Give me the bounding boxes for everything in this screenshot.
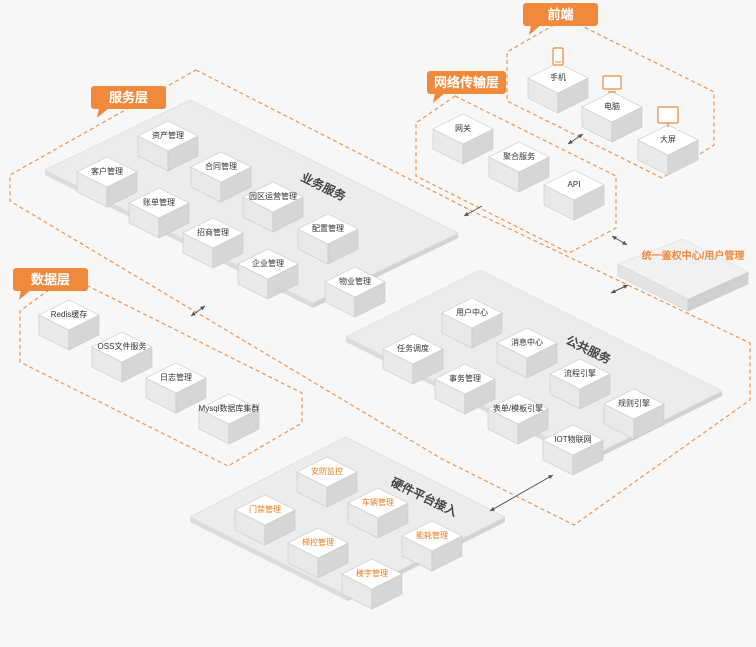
network-aggregate: 聚合服务 (488, 141, 550, 193)
business-item-8-label: 物业管理 (339, 276, 371, 286)
data-item-3-label: Mysql数据库集群 (199, 403, 260, 413)
hardware-item-0: 安防监控 (296, 456, 358, 508)
business-item-1-label: 客户管理 (91, 166, 123, 176)
arrow-business-data (190, 305, 206, 317)
arrow-network-service (463, 205, 483, 217)
data-item-1-label: OSS文件服务 (98, 341, 147, 351)
hardware-item-0-label: 安防监控 (311, 466, 343, 476)
svg-text:服务层: 服务层 (109, 90, 148, 105)
arrow-frontend-network (567, 133, 584, 145)
public-item-3-label: 事务管理 (449, 373, 481, 383)
hardware-item-4-label: 能耗管理 (416, 530, 448, 540)
business-item-5-label: 招商管理 (197, 227, 229, 237)
tag-service: 服务层 (91, 86, 166, 118)
business-item-2: 合同管理 (190, 151, 252, 203)
network-api: API (543, 169, 605, 221)
hardware-item-3: 梯控管理 (287, 527, 349, 579)
frontend-phone: 手机 (527, 47, 589, 114)
public-item-1-label: 任务调度 (397, 343, 429, 353)
tag-data: 数据层 (13, 268, 88, 300)
data-item-0-label: Redis缓存 (51, 309, 87, 319)
public-item-3: 事务管理 (434, 363, 496, 415)
frontend-screen: 大屏 (637, 106, 699, 176)
frontend-computer-label: 电脑 (604, 101, 620, 111)
auth-center-label: 统一鉴权中心/用户管理 (642, 249, 745, 262)
tag-network: 网络传输层 (427, 71, 506, 103)
auth-center: 统一鉴权中心/用户管理 (617, 238, 749, 312)
hardware-item-5-label: 楼宇管理 (356, 568, 388, 578)
business-item-1: 客户管理 (76, 156, 138, 208)
public-item-4-label: 流程引擎 (564, 368, 596, 378)
arrow-auth-service (610, 284, 629, 294)
hardware-item-2-label: 车辆管理 (362, 497, 394, 507)
business-item-2-label: 合同管理 (205, 161, 237, 171)
data-item-2: 日志管理 (145, 362, 207, 414)
svg-text:网络传输层: 网络传输层 (434, 75, 499, 90)
public-item-4: 流程引擎 (549, 358, 611, 410)
business-item-8: 物业管理 (324, 266, 386, 318)
public-item-5: 表单/模板引擎 (487, 393, 549, 445)
public-item-0-label: 用户中心 (456, 307, 488, 317)
public-item-0: 用户中心 (441, 297, 503, 349)
network-gateway: 网关 (432, 113, 494, 165)
data-item-1: OSS文件服务 (91, 331, 153, 383)
dashed-outlines-layer (9, 17, 751, 526)
business-item-0: 资产管理 (137, 120, 199, 172)
arrows-layer (190, 133, 629, 512)
hardware-item-1-label: 门禁管理 (249, 504, 281, 514)
network-api-label: API (568, 180, 581, 189)
hardware-item-4: 能耗管理 (401, 520, 463, 572)
service-outline (9, 69, 751, 526)
business-item-4: 园区运营管理 (242, 181, 304, 233)
phone-icon (552, 47, 564, 66)
business-item-6-label: 配置管理 (312, 223, 344, 233)
frontend-computer: 电脑 (581, 75, 643, 143)
business-item-3-label: 账单管理 (143, 197, 175, 207)
svg-text:数据层: 数据层 (31, 272, 70, 287)
data-item-3: Mysql数据库集群 (198, 393, 260, 445)
network-aggregate-label: 聚合服务 (503, 151, 535, 161)
business-item-6: 配置管理 (297, 213, 359, 265)
public-item-2-label: 消息中心 (511, 337, 543, 347)
computer-icon (602, 75, 622, 93)
frontend-screen-label: 大屏 (660, 134, 676, 144)
frontend-phone-label: 手机 (550, 72, 566, 82)
public-item-7: IOT物联网 (542, 424, 604, 476)
data-outline (19, 275, 303, 467)
public-item-5-label: 表单/模板引擎 (493, 403, 543, 413)
public-item-7-label: IOT物联网 (554, 434, 591, 444)
business-item-0-label: 资产管理 (152, 130, 184, 140)
network-gateway-label: 网关 (455, 123, 471, 133)
business-item-3: 账单管理 (128, 187, 190, 239)
business-item-7: 企业管理 (237, 248, 299, 300)
frontend-outline (506, 17, 715, 179)
hardware-item-2: 车辆管理 (347, 487, 409, 539)
hardware-item-3-label: 梯控管理 (302, 537, 334, 547)
public-item-6: 规则引擎 (603, 388, 665, 440)
business-item-5: 招商管理 (182, 217, 244, 269)
business-item-7-label: 企业管理 (252, 258, 284, 268)
business-item-4-label: 园区运营管理 (249, 191, 297, 201)
public-item-2: 消息中心 (496, 327, 558, 379)
hardware-item-5: 楼宇管理 (341, 558, 403, 610)
data-item-2-label: 日志管理 (160, 372, 192, 382)
public-item-1: 任务调度 (382, 333, 444, 385)
public-item-6-label: 规则引擎 (618, 398, 650, 408)
data-item-0: Redis缓存 (38, 299, 100, 351)
svg-text:前端: 前端 (547, 7, 573, 22)
arrow-public-hardware (489, 474, 554, 512)
hardware-item-1: 门禁管理 (234, 494, 296, 546)
arrow-network-auth (611, 235, 628, 246)
tag-frontend: 前端 (523, 3, 598, 35)
screen-icon (657, 106, 679, 127)
